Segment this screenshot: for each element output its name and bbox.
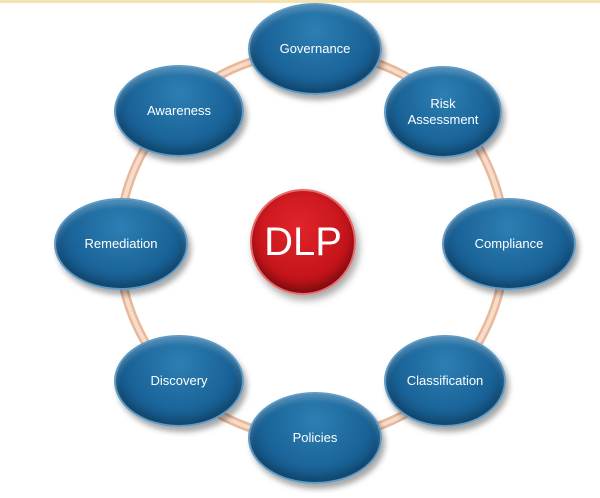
node-policies: Policies bbox=[248, 392, 382, 484]
top-border bbox=[0, 0, 600, 3]
node-awareness: Awareness bbox=[114, 65, 244, 157]
node-remediation: Remediation bbox=[54, 198, 188, 290]
node-label: Governance bbox=[279, 41, 351, 56]
dlp-label: DLP bbox=[264, 219, 342, 264]
node-governance: Governance bbox=[248, 3, 382, 95]
node-label: Risk Assessment bbox=[407, 96, 479, 127]
node-classification: Classification bbox=[384, 335, 506, 427]
node-label: Policies bbox=[292, 430, 338, 445]
node-discovery: Discovery bbox=[114, 335, 244, 427]
node-label: Awareness bbox=[146, 103, 212, 118]
node-label: Compliance bbox=[474, 236, 544, 251]
node-risk-assessment: Risk Assessment bbox=[384, 66, 502, 158]
node-compliance: Compliance bbox=[442, 198, 576, 290]
node-label: Discovery bbox=[150, 373, 208, 388]
node-label: Classification bbox=[406, 373, 484, 388]
dlp-center-node: DLP bbox=[250, 189, 356, 295]
node-label: Remediation bbox=[84, 236, 158, 251]
